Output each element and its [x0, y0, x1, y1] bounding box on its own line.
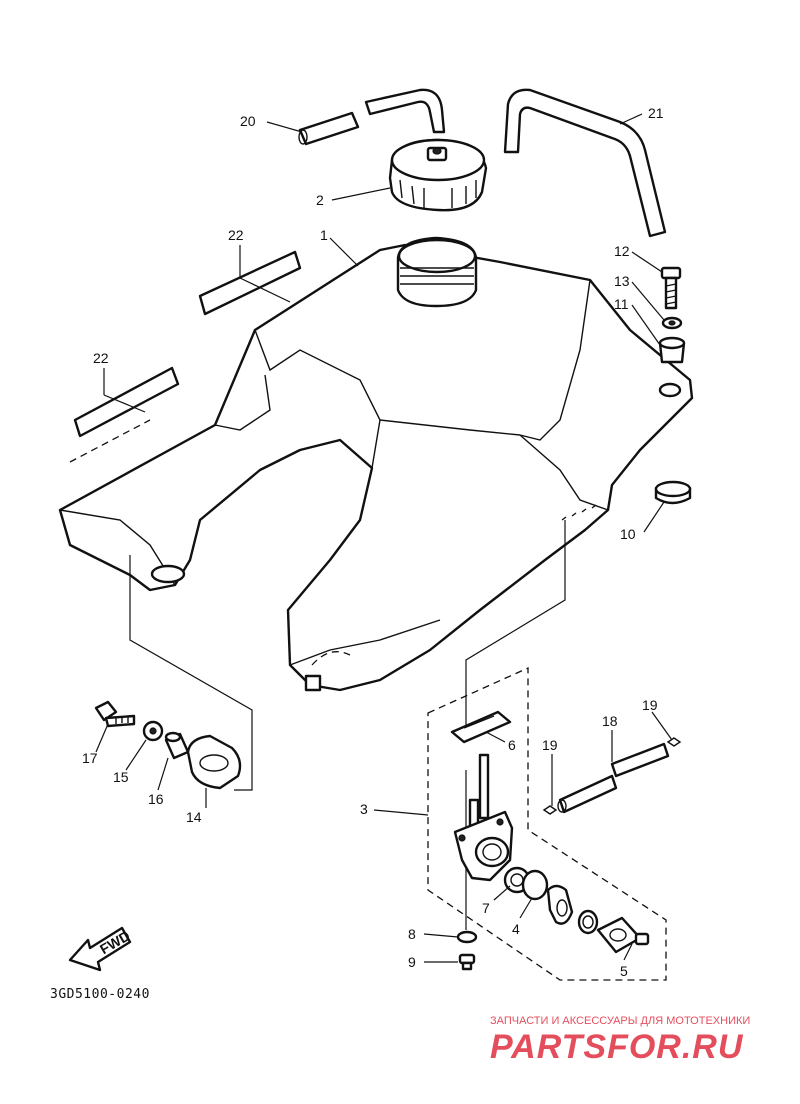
fuel-cock-body [453, 810, 514, 882]
label-22-upper: 22 [228, 227, 244, 243]
part-18-fuel-hose [557, 742, 670, 814]
part-16-collar [164, 731, 190, 760]
label-21: 21 [648, 105, 664, 121]
part-20-breather-hose [298, 88, 446, 146]
part-14-rubber-damper [186, 734, 242, 790]
label-18: 18 [602, 713, 618, 729]
part-11-collar [658, 336, 686, 364]
diagram-code: 3GD5100-0240 [50, 987, 150, 1002]
part-19-clip-a [542, 805, 558, 815]
label-14: 14 [186, 809, 202, 825]
watermark: ЗАПЧАСТИ И АКСЕССУАРЫ ДЛЯ МОТОТЕХНИКИ PA… [490, 1015, 750, 1066]
watermark-brand: PARTSFOR.RU [490, 1028, 744, 1066]
label-10: 10 [620, 526, 636, 542]
part-labels: 20 2 21 1 22 22 12 13 11 10 17 15 16 14 … [82, 105, 664, 979]
label-3: 3 [360, 801, 368, 817]
part-6-gasket [450, 710, 512, 744]
label-1: 1 [320, 227, 328, 243]
label-leader-lines [95, 113, 673, 963]
part-9-screw [458, 953, 476, 971]
part-15-washer [142, 720, 164, 742]
label-11: 11 [614, 296, 629, 312]
part-3-fuel-cock-assembly [427, 666, 667, 981]
part-10-grommet [654, 480, 692, 505]
label-20: 20 [240, 113, 256, 129]
label-16: 16 [148, 791, 164, 807]
part-17-bolt [94, 700, 136, 728]
part-1-fuel-tank [58, 236, 694, 692]
label-4: 4 [512, 921, 520, 937]
fuel-cock-lever [546, 884, 574, 925]
label-2: 2 [316, 192, 324, 208]
fuel-cock-o-ring-small [577, 909, 599, 935]
part-8-washer [456, 930, 478, 944]
label-19-a: 19 [542, 737, 558, 753]
label-13: 13 [614, 273, 630, 289]
part-22-damper-lower [69, 366, 180, 463]
part-4-o-ring [521, 869, 549, 901]
label-7: 7 [482, 900, 490, 916]
part-12-bolt [660, 266, 682, 310]
label-8: 8 [408, 926, 416, 942]
label-22-lower: 22 [93, 350, 109, 366]
part-21-hose-arch [503, 88, 667, 238]
label-17: 17 [82, 750, 98, 766]
label-6: 6 [508, 737, 516, 753]
label-5: 5 [620, 963, 628, 979]
label-19-b: 19 [642, 697, 658, 713]
part-19-clip-b [666, 737, 682, 747]
fwd-direction-arrow: FWD [68, 926, 133, 972]
label-12: 12 [614, 243, 630, 259]
watermark-tagline: ЗАПЧАСТИ И АКСЕССУАРЫ ДЛЯ МОТОТЕХНИКИ [490, 1015, 750, 1027]
label-15: 15 [113, 769, 129, 785]
part-5-plate [596, 916, 650, 954]
part-13-washer [661, 316, 683, 330]
part-2-fuel-cap [388, 138, 488, 212]
label-9: 9 [408, 954, 416, 970]
